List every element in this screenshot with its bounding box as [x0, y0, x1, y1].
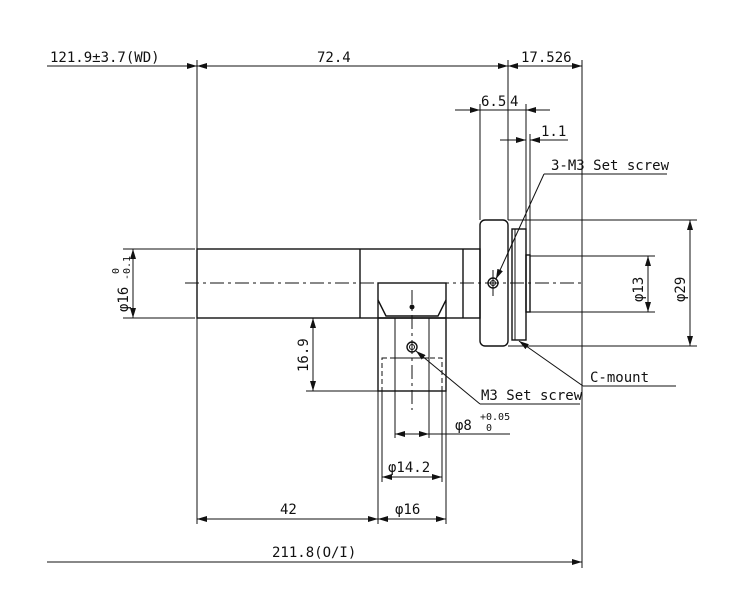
dim-1-1: 1.1	[541, 124, 566, 140]
dim-dia29: φ29	[673, 277, 689, 302]
dim-flange-back: 17.526	[521, 50, 572, 66]
dim-42: 42	[280, 502, 297, 518]
dim-4: 4	[510, 94, 518, 110]
dim-dia16-tube: φ16	[116, 287, 132, 312]
dim-overall: 211.8(O/I)	[272, 545, 356, 561]
extension-lines	[123, 60, 697, 568]
callout-c-mount: C-mount	[590, 370, 649, 386]
dim-dia13: φ13	[631, 277, 647, 302]
dim-dia16-tol-upper: 0	[111, 268, 122, 274]
callout-3-m3-set-screw: 3-M3 Set screw	[551, 158, 670, 174]
dim-dia8-tol-upper: +0.05	[480, 412, 510, 423]
dim-dia14-2: φ14.2	[388, 460, 430, 476]
dim-72-4: 72.4	[317, 50, 351, 66]
lens-body	[185, 219, 582, 410]
dim-dia16-port: φ16	[395, 502, 420, 518]
screw-hole-icon	[409, 304, 415, 310]
dim-16-9: 16.9	[296, 338, 312, 372]
dimension-lines	[47, 63, 693, 565]
dim-dia16-tol-lower: -0.1	[122, 256, 133, 280]
dim-dia8: φ8	[455, 418, 472, 434]
callout-m3-set-screw: M3 Set screw	[481, 388, 583, 404]
dim-wd: 121.9±3.7(WD)	[50, 50, 160, 66]
dim-6-5: 6.5	[481, 94, 506, 110]
dim-dia8-tol-lower: 0	[486, 423, 492, 434]
